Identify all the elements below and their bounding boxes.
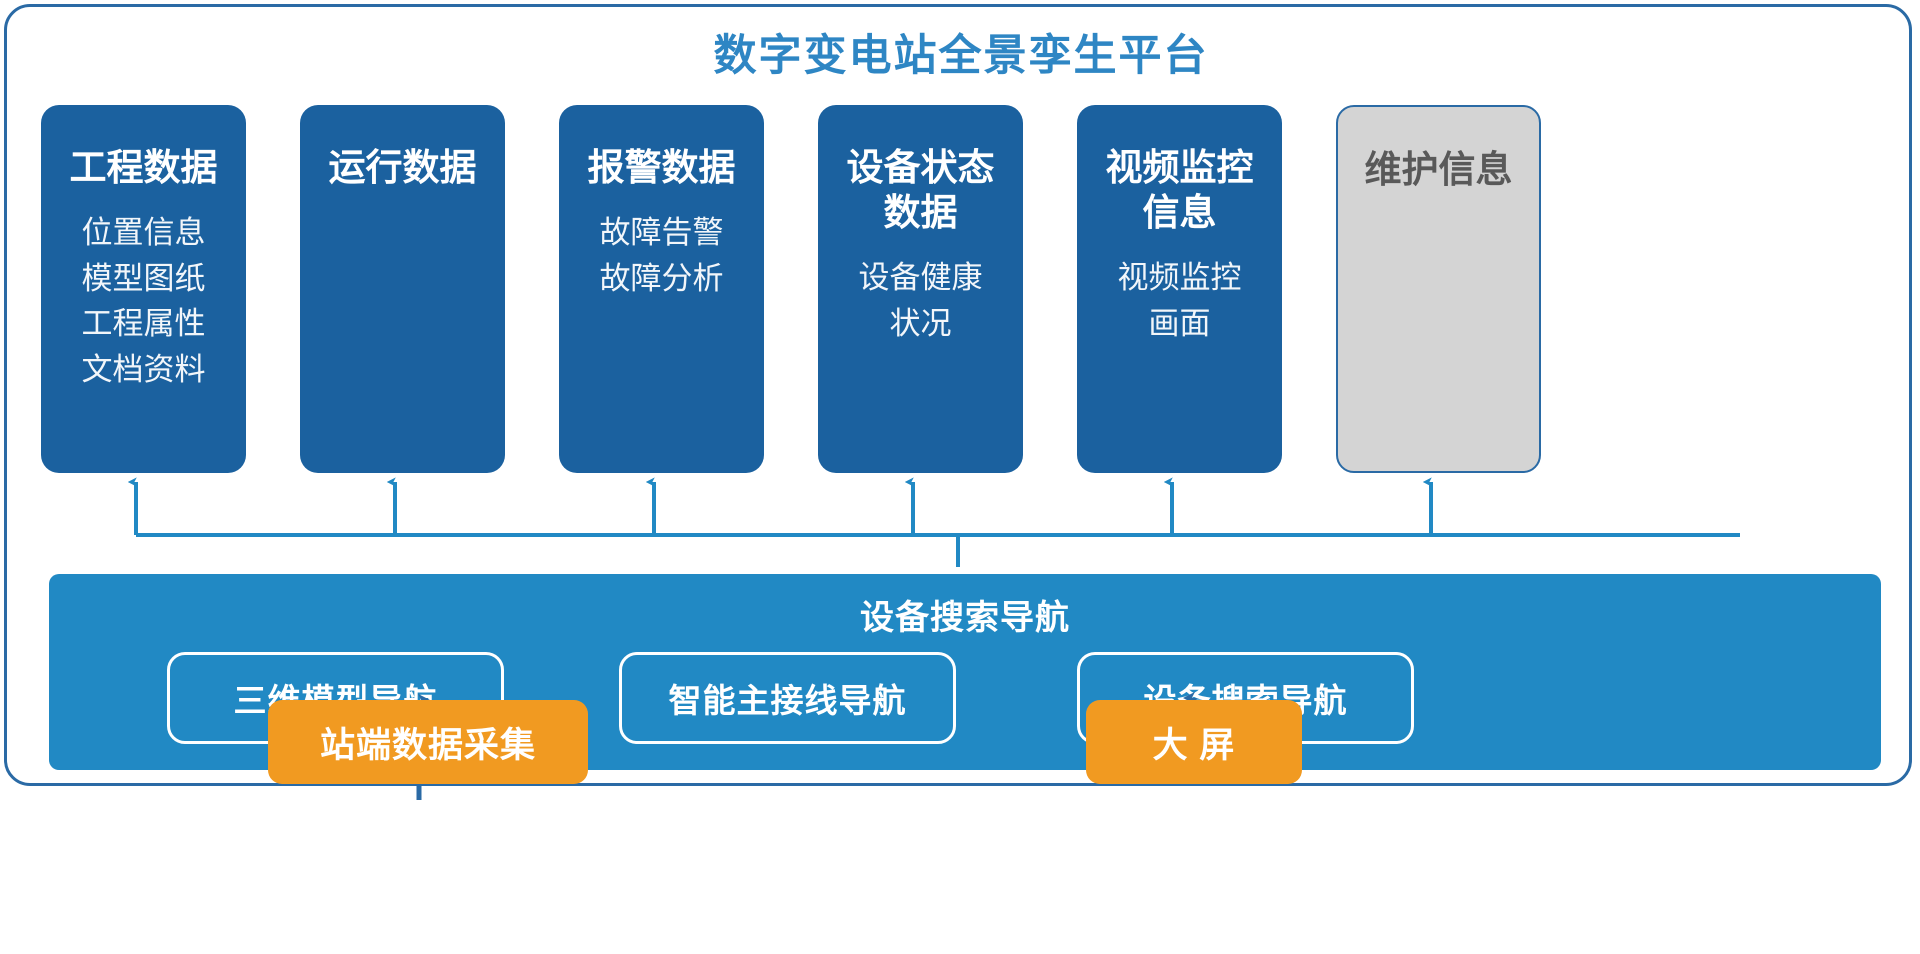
card-title: 维护信息	[1364, 149, 1513, 190]
card-item-list: 故障告警故障分析	[600, 212, 724, 299]
card-item-list: 视频监控画面	[1118, 257, 1242, 344]
card-title: 报警数据	[587, 147, 736, 188]
platform-frame: 数字变电站全景孪生平台 工程数据位置信息模型图纸工程属性文档资料 运行数据 报警数据…	[4, 4, 1912, 786]
card-title: 运行数据	[328, 147, 477, 188]
card-title: 设备状态 数据	[846, 147, 995, 234]
card-item: 位置信息	[81, 215, 206, 251]
card-item: 文档资料	[81, 351, 206, 387]
data-card-operation-data[interactable]: 运行数据	[300, 105, 505, 473]
data-card-video-monitor-info[interactable]: 视频监控 信息视频监控画面	[1077, 105, 1282, 473]
data-card-engineering-data[interactable]: 工程数据位置信息模型图纸工程属性文档资料	[41, 105, 246, 473]
card-item: 设备健康	[858, 260, 983, 296]
card-title: 视频监控 信息	[1105, 147, 1254, 234]
card-item: 模型图纸	[81, 260, 206, 296]
card-item: 工程属性	[81, 306, 206, 342]
data-card-row: 工程数据位置信息模型图纸工程属性文档资料运行数据报警数据故障告警故障分析设备状态…	[41, 105, 1881, 473]
card-item-list: 位置信息模型图纸工程属性文档资料	[82, 212, 206, 390]
station-data-acquisition-box[interactable]: 站端数据采集	[268, 700, 588, 784]
card-item-list: 设备健康状况	[859, 257, 983, 344]
data-card-alarm-data[interactable]: 报警数据故障告警故障分析	[559, 105, 764, 473]
data-card-maintenance-info[interactable]: 维护信息	[1336, 105, 1541, 473]
nav-band-title: 设备搜索导航	[860, 599, 1070, 637]
card-title: 工程数据	[69, 147, 218, 188]
card-item: 状况	[889, 305, 952, 341]
data-card-device-status-data[interactable]: 设备状态 数据设备健康状况	[818, 105, 1023, 473]
big-screen-box[interactable]: 大 屏	[1086, 700, 1302, 784]
card-item: 故障告警	[599, 215, 724, 251]
card-item: 视频监控	[1117, 260, 1242, 296]
page-title: 数字变电站全景孪生平台	[713, 32, 1209, 80]
nav-button-smart-wiring-nav[interactable]: 智能主接线导航	[619, 652, 956, 744]
card-item: 故障分析	[599, 260, 724, 296]
card-item: 画面	[1148, 305, 1211, 341]
